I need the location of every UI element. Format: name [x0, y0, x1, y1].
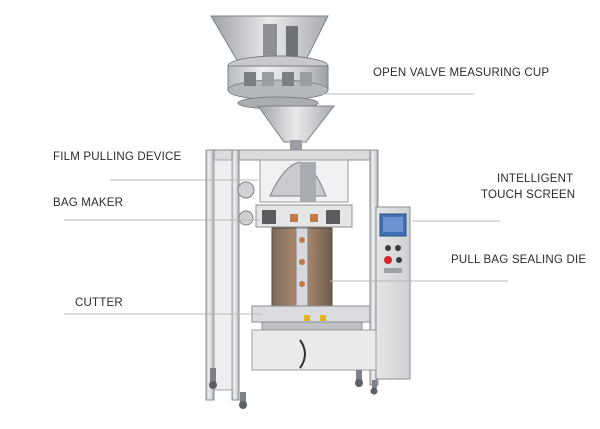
film-tube	[271, 227, 333, 307]
main-frame	[205, 149, 379, 401]
control-cabinet	[375, 206, 411, 380]
label-intelligent: INTELLIGENT	[497, 173, 574, 185]
label-cutter: CUTTER	[75, 297, 123, 309]
bag-maker	[255, 204, 353, 228]
label-film-pulling-device: FILM PULLING DEVICE	[53, 151, 182, 163]
leader-lines	[64, 93, 508, 315]
top-hopper	[210, 15, 329, 63]
emergency-stop-button	[384, 256, 392, 264]
measuring-cup-carousel	[227, 55, 329, 110]
film-pulling-device	[237, 159, 349, 226]
sealing-die	[251, 305, 371, 331]
label-bag-maker: BAG MAKER	[53, 197, 124, 209]
label-open-valve-measuring-cup: OPEN VALVE MEASURING CUP	[373, 67, 550, 79]
discharge-funnel	[257, 105, 336, 143]
label-pull-bag-sealing-die: PULL BAG SEALING DIE	[451, 254, 587, 266]
label-touch-screen: TOUCH SCREEN	[481, 189, 576, 201]
funnel-neck	[290, 140, 302, 152]
machine-base	[209, 329, 378, 409]
